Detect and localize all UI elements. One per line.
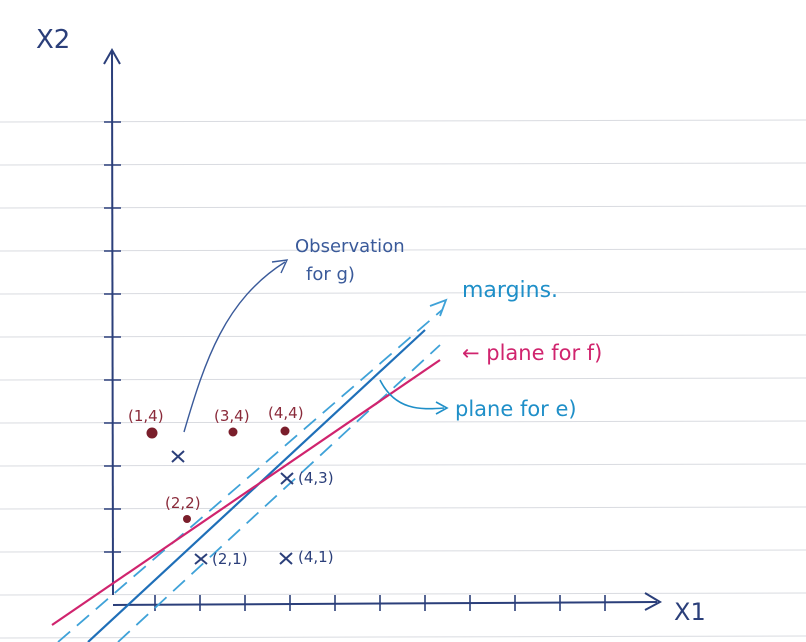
point-circle-4-4 [280,426,290,436]
x-axis-line [112,601,658,606]
plane-e-arrowhead [435,401,449,415]
label-circle-1-4: (1,4) [128,407,164,425]
point-circle-1-4 [146,427,158,439]
notebook-rule [0,506,806,510]
plane-f-line [51,359,441,626]
notebook-rule [0,635,806,639]
margins-label: margins. [462,278,558,303]
notebook-rule [0,205,806,209]
observation-arrow [183,261,286,433]
notebook-rule [0,334,806,338]
point-circle-2-2 [183,515,191,523]
x-axis-arrowhead [644,592,663,611]
notebook-rule [0,463,806,467]
y-axis-label: X2 [36,25,70,55]
x-axis-ticks [154,595,606,611]
point-circle-3-4 [228,427,238,437]
observation-arrowhead [271,259,289,274]
y-axis-arrowhead [103,47,121,65]
label-circle-4-4: (4,4) [268,404,304,422]
y-axis-line [111,51,114,596]
axes [103,47,663,611]
margins [57,298,448,642]
notebook-rule [0,549,806,553]
plane-e-label: plane for e) [455,397,577,421]
label-cross-4-3: (4,3) [298,469,334,487]
observation-label-line1: Observation [295,236,405,257]
notebook-rule [0,162,806,166]
circle-points [146,426,290,523]
notebook-rule [0,420,806,424]
cross-points [171,450,294,565]
label-cross-2-1: (2,1) [212,550,248,568]
margin-arrowhead [429,298,448,317]
label-circle-2-2: (2,2) [165,494,201,512]
point-cross-4-1 [279,552,293,565]
label-cross-4-1: (4,1) [298,548,334,566]
observation-label-line2: for g) [306,264,355,285]
notebook-rule [0,291,806,295]
notebook-rule [0,248,806,252]
notebook-rule [0,592,806,596]
x-axis-label: X1 [674,598,706,626]
margin-line-upper [57,309,443,642]
y-axis-ticks [104,121,121,553]
plane-f-label: ← plane for f) [462,341,602,365]
notebook-rules [0,119,806,639]
margin-line-lower [117,344,441,642]
notebook-rule [0,119,806,123]
point-cross-2-1 [194,553,208,565]
point-cross-observation-g [171,450,185,463]
point-cross-4-3 [280,472,294,485]
plane-e-arrow [379,379,445,410]
label-circle-3-4: (3,4) [214,407,250,425]
